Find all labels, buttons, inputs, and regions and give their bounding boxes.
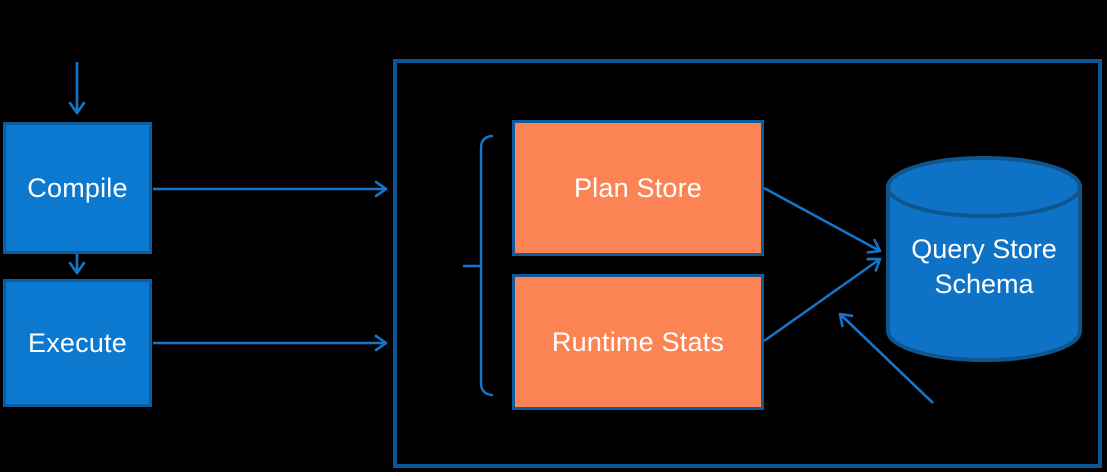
query-store-container-rect [393, 59, 1102, 468]
execute-box: Execute [3, 279, 152, 407]
execute-label: Execute [28, 327, 127, 358]
compile-box: Compile [3, 122, 152, 254]
plan-store-box: Plan Store [512, 120, 764, 256]
runtime-stats-box: Runtime Stats [512, 274, 764, 410]
query-store-schema-label: Query Store Schema [911, 234, 1057, 299]
runtime-stats-label: Runtime Stats [551, 326, 725, 357]
compile-label: Compile [27, 172, 128, 203]
plan-store-label: Plan Store [573, 172, 703, 203]
